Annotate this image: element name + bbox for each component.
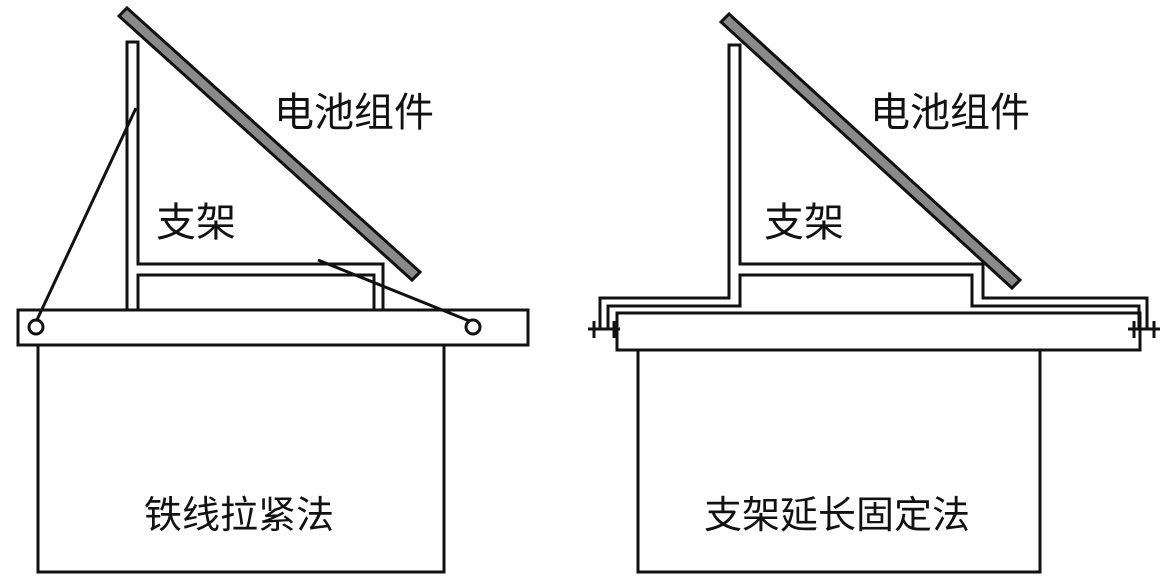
right-solar-module (718, 11, 1023, 291)
right-bolt-left-icon (588, 321, 620, 338)
right-bolt-right-icon (1128, 321, 1160, 338)
right-module-label: 电池组件 (870, 90, 1030, 136)
left-diagram (16, 5, 530, 574)
right-roof-beam (615, 311, 1142, 352)
left-roof-beam (16, 308, 530, 347)
left-solar-module (116, 5, 423, 283)
right-building-block (636, 348, 1042, 574)
left-frame-label: 支架 (156, 200, 236, 246)
right-frame-outer (598, 43, 1149, 330)
left-frame-outer (125, 40, 385, 312)
right-frame-inner (606, 273, 1141, 330)
right-method-label: 支架延长固定法 (704, 493, 970, 537)
right-diagram (588, 11, 1160, 574)
left-building-block (36, 343, 446, 574)
left-anchor-ring-left (27, 318, 45, 336)
left-wire-right (317, 258, 473, 324)
left-method-label: 铁线拉紧法 (144, 493, 334, 537)
left-wire-left (34, 107, 138, 323)
left-module-label: 电池组件 (274, 90, 434, 136)
right-frame-label: 支架 (764, 200, 844, 246)
left-anchor-ring-right (464, 318, 482, 336)
